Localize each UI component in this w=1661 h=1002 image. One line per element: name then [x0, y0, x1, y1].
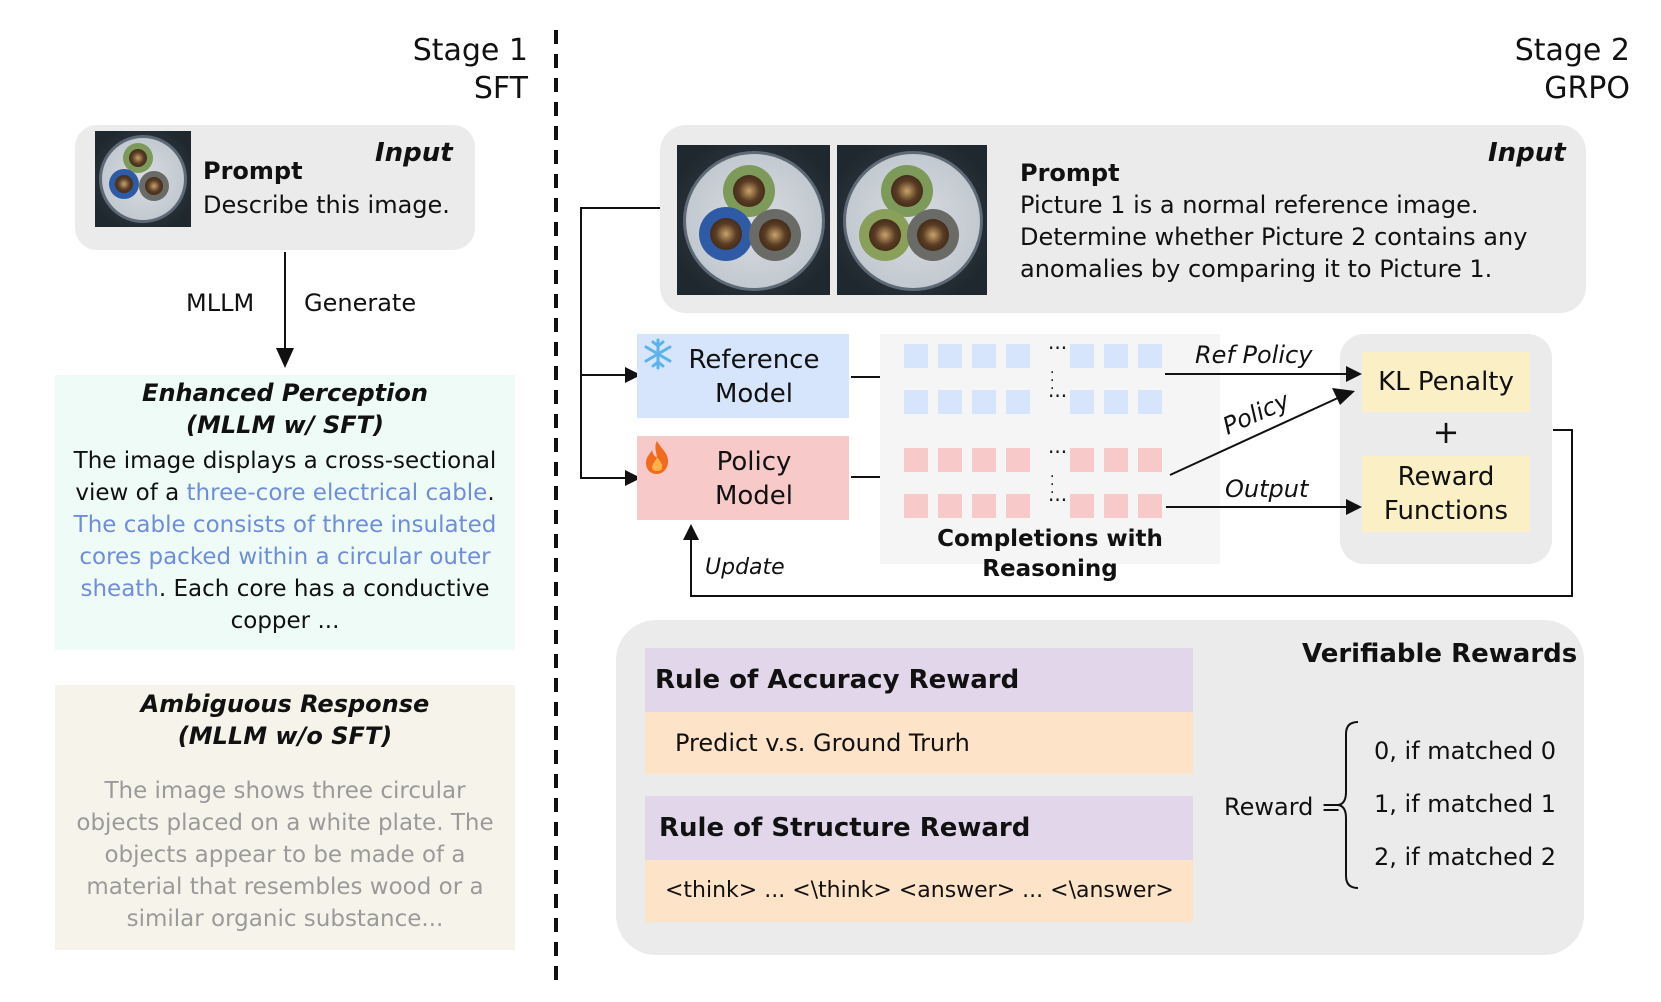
- accuracy-rule-title: Rule of Accuracy Reward: [645, 648, 1193, 712]
- reward-equation-label: Reward =: [1224, 793, 1342, 821]
- edge-label-ref-policy: Ref Policy: [1195, 341, 1313, 369]
- reward-module: KL Penalty + Reward Functions: [1340, 334, 1552, 564]
- structure-rule-body: <think> ... <\think> <answer> ... <\answ…: [645, 860, 1193, 922]
- reward-case-2: 2, if matched 2: [1374, 843, 1557, 871]
- prompt-text: Describe this image.: [203, 191, 450, 219]
- stage1-heading: Stage 1 SFT: [380, 32, 528, 108]
- reference-model-box: Reference Model: [637, 334, 849, 418]
- flame-icon: [646, 441, 669, 474]
- input-tag-stage2: Input: [1488, 138, 1566, 168]
- enhanced-highlight-1: three-core electrical cable: [186, 480, 488, 506]
- enhanced-highlight-2: The cable consists of three insulated co…: [73, 512, 497, 602]
- ambiguous-subtitle: (MLLM w/o SFT): [177, 722, 393, 750]
- enhanced-subtitle: (MLLM w/ SFT): [186, 411, 384, 439]
- enhanced-body: The image displays a cross-sectional vie…: [59, 445, 511, 637]
- completions-label: Completions with Reasoning: [937, 526, 1163, 582]
- stage1-title: Stage 1: [412, 33, 528, 68]
- enhanced-text-1: The image displays a cross-sectional vie…: [73, 448, 497, 506]
- structure-rule-title: Rule of Structure Reward: [645, 796, 1193, 860]
- generate-arrow: [276, 252, 294, 368]
- prompt-line-3: anomalies by comparing it to Picture 1.: [1020, 255, 1493, 283]
- stage2-title: Stage 2: [1514, 33, 1630, 68]
- reference-model-label-2: Model: [714, 379, 794, 409]
- enhanced-title: Enhanced Perception: [142, 379, 428, 407]
- policy-flow-arrows: [683, 366, 1573, 597]
- reward-case-0: 0, if matched 0: [1374, 737, 1557, 765]
- prompt-label: Prompt: [203, 157, 303, 185]
- structure-rule: Rule of Structure Reward <think> ... <\t…: [645, 796, 1193, 922]
- cable-thumbnail: [95, 131, 191, 227]
- enhanced-text-3: . Each core has a conductive copper ...: [158, 576, 490, 634]
- input-feed-arrows: [580, 207, 660, 486]
- right-input-box: Input Prompt Picture 1 is a normal refer…: [660, 125, 1586, 313]
- stage-divider: [554, 30, 558, 980]
- reward-case-1: 1, if matched 1: [1374, 790, 1557, 818]
- plus-sign: +: [1432, 413, 1460, 451]
- reward-functions-label-1: Reward: [1397, 462, 1495, 492]
- snowflake-icon: [644, 338, 672, 370]
- edge-label-output: Output: [1225, 475, 1309, 503]
- picture-1-thumbnail: [677, 145, 830, 295]
- kl-penalty-box: KL Penalty: [1362, 352, 1530, 412]
- input-tag: Input: [375, 138, 453, 168]
- reward-functions-label-2: Functions: [1383, 496, 1509, 526]
- prompt-line-1: Picture 1 is a normal reference image.: [1020, 191, 1479, 219]
- completions-panel: ··· ··· ··· ··· ··· ··· Completions with…: [880, 334, 1220, 582]
- reference-model-label-1: Reference: [688, 345, 820, 375]
- edge-label-update: Update: [705, 555, 785, 580]
- policy-model-label-1: Policy: [716, 447, 792, 477]
- verifiable-rewards-title: Verifiable Rewards: [1302, 639, 1578, 669]
- stage2-heading: Stage 2 GRPO: [1480, 32, 1630, 108]
- prompt-line-2: Determine whether Picture 2 contains any: [1020, 223, 1528, 251]
- ambiguous-response-box: Ambiguous Response (MLLM w/o SFT) The im…: [55, 685, 515, 950]
- arrow-label-generate: Generate: [304, 289, 417, 317]
- verifiable-rewards-panel: Verifiable Rewards Rule of Accuracy Rewa…: [616, 620, 1584, 955]
- policy-model-box: Policy Model: [637, 436, 849, 520]
- stage2-subtitle: GRPO: [1544, 71, 1630, 106]
- ambiguous-title: Ambiguous Response: [140, 690, 430, 718]
- accuracy-rule-body: Predict v.s. Ground Trurh: [645, 712, 1193, 774]
- reward-functions-box: Reward Functions: [1362, 456, 1530, 532]
- stage1-subtitle: SFT: [473, 71, 528, 106]
- enhanced-perception-box: Enhanced Perception (MLLM w/ SFT) The im…: [55, 375, 515, 650]
- ambiguous-body: The image shows three circular objects p…: [76, 778, 494, 932]
- arrow-label-mllm: MLLM: [186, 289, 255, 317]
- prompt-label-stage2: Prompt: [1020, 159, 1120, 187]
- accuracy-rule: Rule of Accuracy Reward Predict v.s. Gro…: [645, 648, 1193, 774]
- reward-case-brace: [1337, 721, 1359, 889]
- enhanced-text-2: .: [487, 480, 495, 506]
- picture-2-thumbnail: [837, 145, 987, 295]
- left-input-box: Input Prompt Describe this image.: [75, 125, 475, 250]
- policy-model-label-2: Model: [714, 481, 794, 511]
